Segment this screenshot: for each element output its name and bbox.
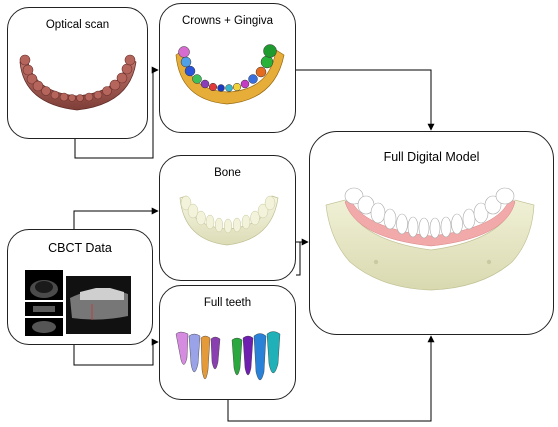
full-digital-model-illustration <box>325 187 535 291</box>
crowns-gingiva-illustration <box>175 44 285 105</box>
bone-illustration <box>179 195 279 246</box>
full-teeth-title: Full teeth <box>203 297 252 309</box>
optical-scan-jaw-illustration <box>19 54 137 111</box>
full-digital-model-title: Full Digital Model <box>383 150 480 164</box>
bone-title: Bone <box>214 167 241 179</box>
connector-cbct-to-bone <box>73 207 159 229</box>
connector-teeth-to-model <box>296 242 301 276</box>
optical-scan-title: Optical scan <box>45 19 110 31</box>
connector-cbct-to-teeth <box>73 338 159 366</box>
full-teeth-illustration <box>175 331 281 381</box>
connector-optical-to-crowns <box>74 66 159 159</box>
connector-crowns-to-model <box>296 69 435 131</box>
bone-box: Bone <box>159 155 296 281</box>
connector-full-teeth-to-model <box>227 335 435 422</box>
cbct-data-title: CBCT Data <box>48 241 112 255</box>
crowns-gingiva-title: Crowns + Gingiva <box>181 15 274 27</box>
connector-lines <box>73 66 435 422</box>
cbct-images <box>25 270 131 336</box>
